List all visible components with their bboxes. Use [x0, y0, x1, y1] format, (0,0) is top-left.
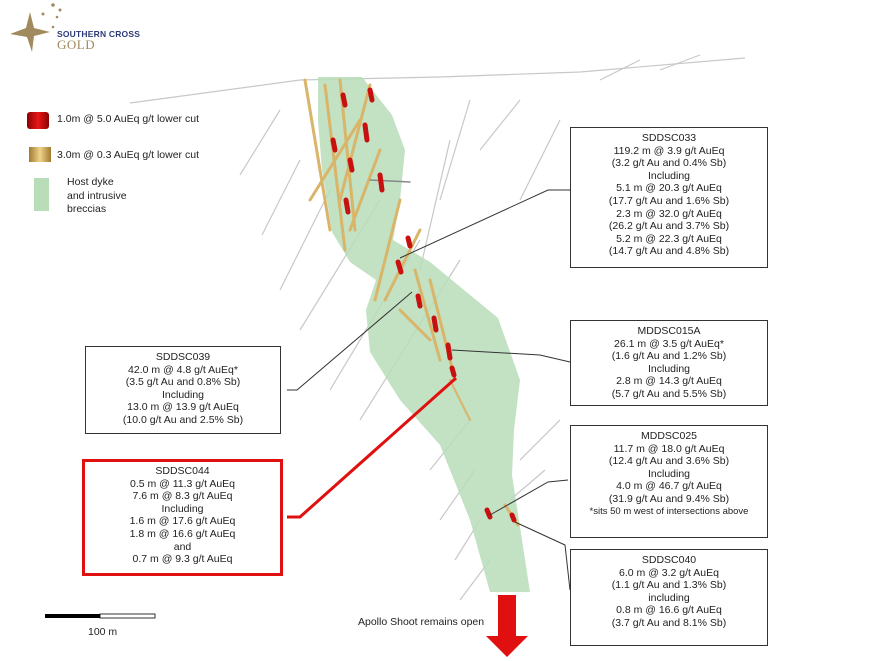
legend-dyke-swatch — [34, 178, 49, 211]
hole-id: MDDSC025 — [640, 430, 698, 442]
box-line: (17.7 g/t Au and 1.6% Sb) — [608, 194, 730, 207]
box-line: including — [648, 591, 690, 604]
footnote: *sits 50 m west of intersections above — [589, 505, 749, 517]
legend-line: and intrusive — [67, 189, 127, 202]
box-line: 42.0 m @ 4.8 g/t AuEq* — [128, 363, 238, 376]
scale-bar — [45, 613, 156, 619]
hole-id: SDDSC040 — [641, 554, 697, 566]
leader-lines — [287, 189, 571, 591]
box-line: 13.0 m @ 13.9 g/t AuEq — [127, 401, 239, 414]
open-down-arrow — [486, 595, 528, 657]
sddsc033-box: SDDSC033 119.2 m @ 3.9 g/t AuEq (3.2 g/t… — [570, 127, 768, 268]
box-line: 2.3 m @ 32.0 g/t AuEq — [616, 207, 722, 220]
legend-high-grade-swatch — [27, 112, 49, 129]
box-line: Including — [161, 388, 205, 401]
box-line: 119.2 m @ 3.9 g/t AuEq — [613, 144, 725, 157]
box-line: 6.0 m @ 3.2 g/t AuEq — [619, 566, 719, 579]
mddsc015a-box: MDDSC015A 26.1 m @ 3.5 g/t AuEq* (1.6 g/… — [570, 320, 768, 406]
box-line: 0.7 m @ 9.3 g/t AuEq — [132, 553, 233, 566]
box-line: (10.0 g/t Au and 2.5% Sb) — [122, 413, 244, 426]
logo-line1: SOUTHERN CROSS — [57, 29, 141, 39]
box-line: Including — [647, 467, 691, 480]
hole-id: SDDSC044 — [155, 465, 210, 477]
box-line: (3.5 g/t Au and 0.8% Sb) — [125, 376, 241, 389]
box-line: 0.5 m @ 11.3 g/t AuEq — [129, 477, 236, 490]
box-line: (14.7 g/t Au and 4.8% Sb) — [608, 245, 730, 258]
box-line: 2.8 m @ 14.3 g/t AuEq — [616, 375, 722, 388]
box-line: (3.2 g/t Au and 0.4% Sb) — [611, 157, 727, 170]
box-line: (31.9 g/t Au and 9.4% Sb) — [608, 492, 730, 505]
legend-line: Host dyke — [67, 176, 114, 188]
hole-id: MDDSC015A — [637, 325, 701, 337]
box-line: 11.7 m @ 18.0 g/t AuEq — [613, 442, 725, 455]
box-line: 5.2 m @ 22.3 g/t AuEq — [616, 232, 722, 245]
legend-label: 1.0m @ 5.0 AuEq g/t lower cut — [57, 113, 199, 125]
box-line: (3.7 g/t Au and 8.1% Sb) — [611, 616, 727, 629]
box-line: (5.7 g/t Au and 5.5% Sb) — [611, 387, 727, 400]
mddsc025-box: MDDSC025 11.7 m @ 18.0 g/t AuEq (12.4 g/… — [570, 425, 768, 538]
box-line: 4.0 m @ 46.7 g/t AuEq — [616, 480, 722, 493]
legend-line: breccias — [67, 203, 107, 215]
logo-line2: GOLD — [57, 37, 96, 52]
sddsc044-leader-line — [287, 376, 457, 519]
legend-label: Host dyke and intrusive breccias — [67, 176, 127, 217]
box-line: (26.2 g/t Au and 3.7% Sb) — [608, 220, 730, 233]
box-line: Including — [647, 362, 691, 375]
legend-low-grade-swatch — [29, 147, 51, 162]
sddsc040-box: SDDSC040 6.0 m @ 3.2 g/t AuEq (1.1 g/t A… — [570, 549, 768, 646]
box-line: Including — [161, 502, 204, 515]
scale-label: 100 m — [88, 626, 118, 638]
box-line: (1.1 g/t Au and 1.3% Sb) — [611, 579, 727, 592]
sddsc039-box: SDDSC039 42.0 m @ 4.8 g/t AuEq* (3.5 g/t… — [85, 346, 281, 434]
drill-holes — [303, 78, 520, 527]
box-line: 7.6 m @ 8.3 g/t AuEq — [132, 490, 233, 503]
box-line: (12.4 g/t Au and 3.6% Sb) — [608, 455, 730, 468]
box-line: 0.8 m @ 16.6 g/t AuEq — [616, 604, 722, 617]
sddsc044-box: SDDSC044 0.5 m @ 11.3 g/t AuEq 7.6 m @ 8… — [82, 459, 283, 576]
box-line: 5.1 m @ 20.3 g/t AuEq — [616, 182, 722, 195]
legend-label: 3.0m @ 0.3 AuEq g/t lower cut — [57, 149, 199, 161]
box-line: 26.1 m @ 3.5 g/t AuEq* — [614, 337, 724, 350]
logo-star-icon — [10, 3, 62, 52]
hole-id: SDDSC039 — [155, 351, 211, 363]
box-line: Including — [647, 169, 691, 182]
apollo-shoot-caption: Apollo Shoot remains open — [358, 616, 485, 628]
box-line: 1.8 m @ 16.6 g/t AuEq — [129, 527, 236, 540]
box-line: (1.6 g/t Au and 1.2% Sb) — [611, 350, 727, 363]
box-line: 1.6 m @ 17.6 g/t AuEq — [129, 515, 236, 528]
box-line: and — [173, 540, 192, 553]
hole-id: SDDSC033 — [641, 132, 697, 144]
